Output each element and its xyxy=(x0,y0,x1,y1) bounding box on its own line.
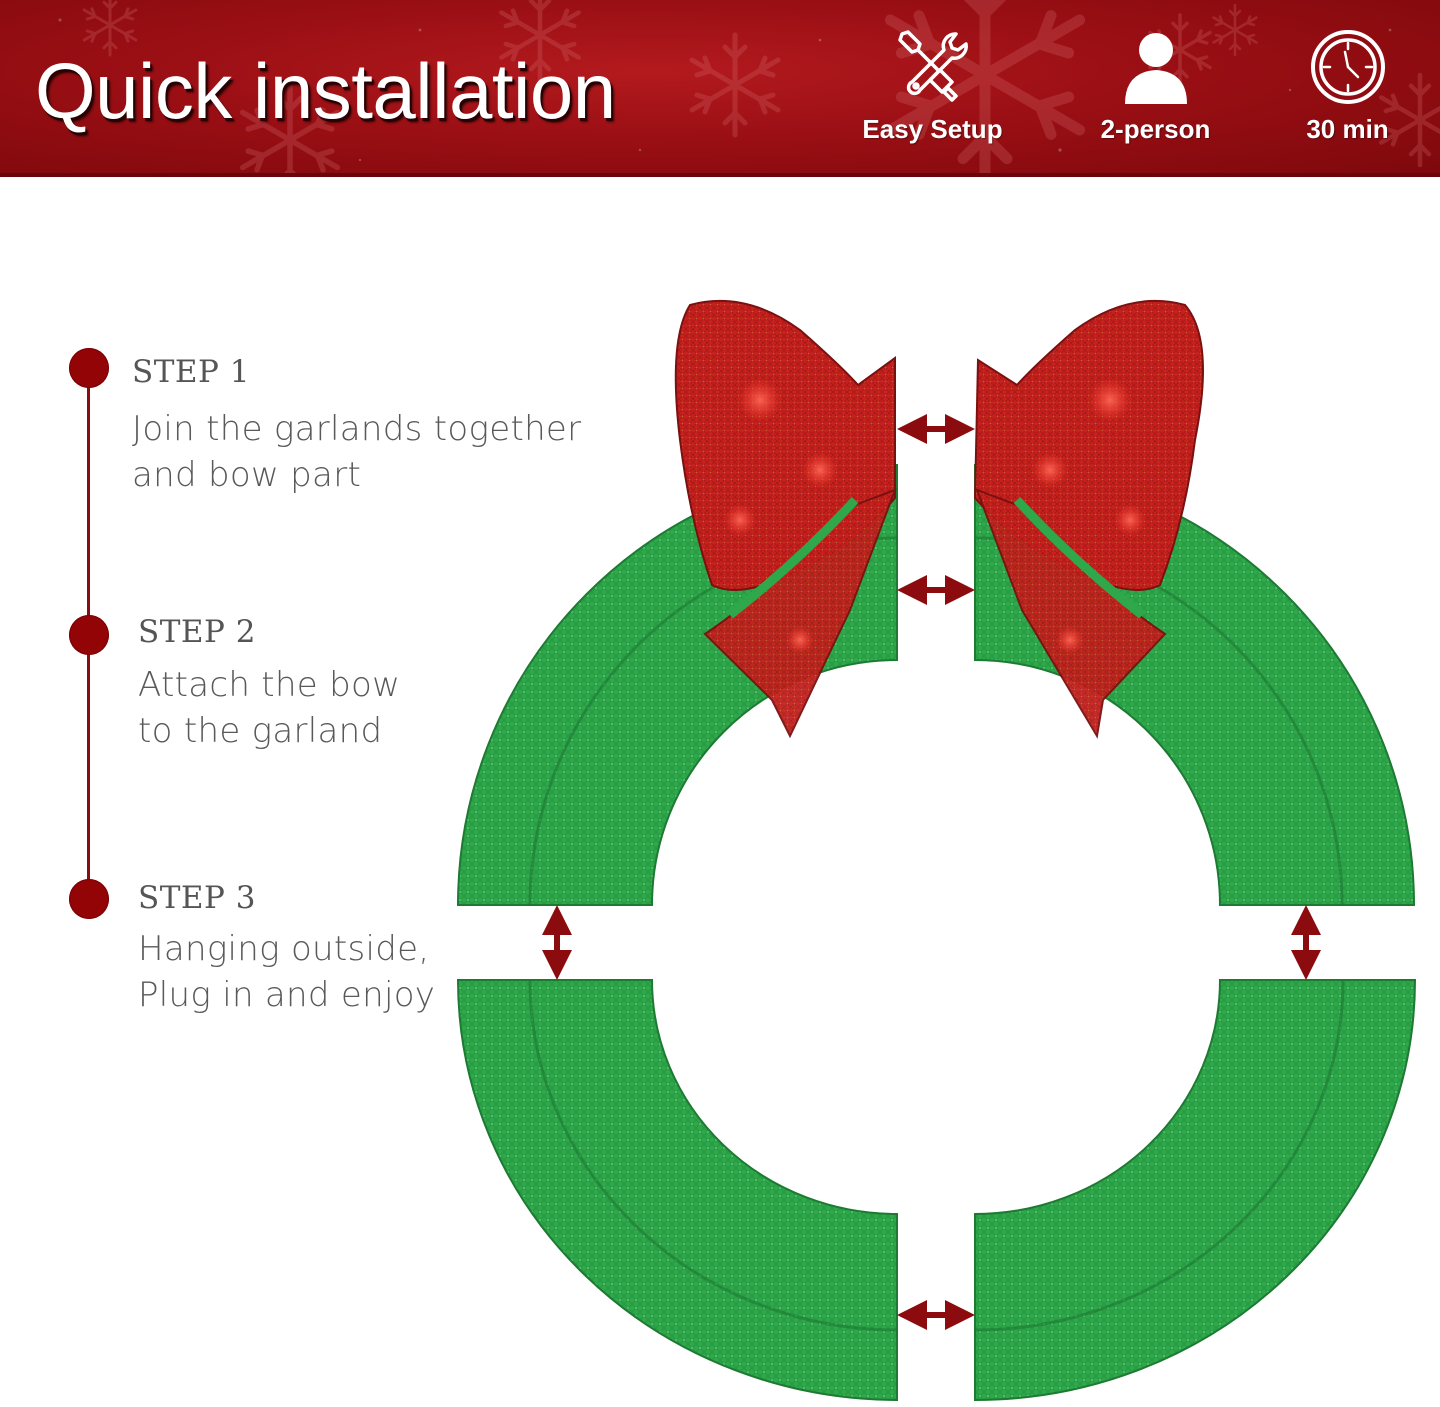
person-icon xyxy=(1124,33,1187,104)
header-banner: Quick installation Easy Setup 2-person xyxy=(0,0,1440,177)
step-1-description: Join the garlands together and bow part xyxy=(132,406,581,498)
garland-bottom-left xyxy=(456,979,898,1402)
step-3-title: STEP 3 xyxy=(138,880,256,916)
step-2-marker xyxy=(69,615,109,655)
feature-easy-setup: Easy Setup xyxy=(860,28,1005,145)
step-2-line-2: to the garland xyxy=(138,711,383,751)
step-3-line-2: Plug in and enjoy xyxy=(138,975,436,1015)
feature-two-person: 2-person xyxy=(1088,28,1223,145)
snowflake-background xyxy=(58,0,1440,177)
step-1-line-2: and bow part xyxy=(132,455,362,495)
step-1-marker xyxy=(69,348,109,388)
feature-duration: 30 min xyxy=(1290,28,1405,145)
step-3-description: Hanging outside, Plug in and enjoy xyxy=(138,926,435,1018)
step-2-line-1: Attach the bow xyxy=(138,665,401,705)
feature-label-two-person: 2-person xyxy=(1100,114,1211,144)
bow-right xyxy=(973,299,1204,739)
step-3-line-1: Hanging outside, xyxy=(138,929,430,969)
garland-bottom-right xyxy=(974,979,1417,1402)
feature-label-duration: 30 min xyxy=(1306,114,1389,144)
step-2-title: STEP 2 xyxy=(138,614,256,650)
step-3-marker xyxy=(69,879,109,919)
step-2-description: Attach the bow to the garland xyxy=(138,662,400,754)
clock-icon xyxy=(1310,30,1385,104)
step-1-line-1: Join the garlands together xyxy=(132,409,582,449)
feature-label-easy-setup: Easy Setup xyxy=(862,114,1003,144)
step-1-title: STEP 1 xyxy=(132,354,250,390)
banner-title: Quick installation xyxy=(35,47,616,135)
tools-icon xyxy=(897,30,968,102)
banner-divider xyxy=(0,173,1440,177)
bow-left xyxy=(674,299,897,739)
